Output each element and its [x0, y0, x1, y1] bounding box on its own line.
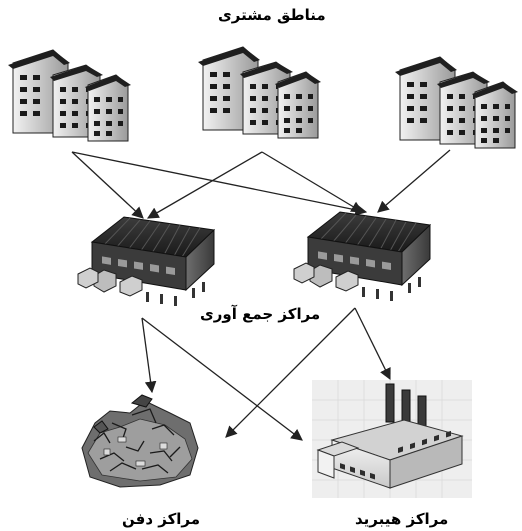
landfill-debris-icon — [81, 394, 199, 488]
arrow-customer1-to-collection2 — [71, 151, 368, 216]
collection-centers-label: مراکز جمع آوری — [200, 305, 321, 323]
apartment-buildings-icon — [394, 56, 519, 149]
arrow-collection2-to-hybrid — [354, 307, 391, 381]
arrow-customer2-to-collection2 — [261, 151, 364, 213]
flow-arrows — [71, 149, 451, 441]
arrow-collection1-to-hybrid — [141, 317, 303, 441]
apartment-buildings-icon — [7, 49, 132, 142]
apartment-buildings-icon — [197, 46, 322, 139]
warehouse-icon — [293, 211, 431, 302]
warehouse-icon — [77, 216, 215, 307]
hybrid-centers-label: مراکز هیبرید — [355, 510, 449, 528]
factory-icon — [311, 379, 473, 499]
arrow-customer3-to-collection2 — [377, 149, 451, 213]
arrow-customer1-to-collection1 — [71, 151, 144, 219]
arrow-customer2-to-collection1 — [146, 151, 263, 219]
landfill-centers-label: مراکز دفن — [122, 510, 201, 528]
customers-label: مناطق مشتری — [218, 6, 326, 24]
arrow-collection2-to-landfill — [225, 307, 356, 438]
arrow-collection1-to-landfill — [141, 317, 157, 394]
